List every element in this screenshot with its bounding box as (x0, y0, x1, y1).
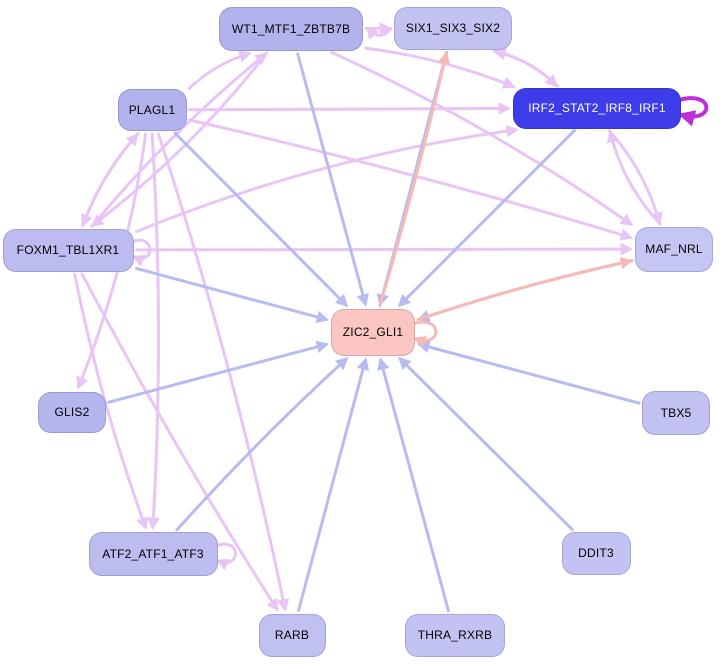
edge-plagl1-atf2 (147, 132, 160, 531)
node-label-zic2: ZIC2_GLI1 (342, 325, 404, 339)
node-label-thra: THRA_RXRB (417, 628, 493, 642)
edge-ddit3-zic2 (398, 356, 574, 531)
node-rarb[interactable]: RARB (258, 613, 326, 657)
node-maf[interactable]: MAF_NRL (635, 226, 713, 272)
self-loop-zic2 (411, 320, 438, 348)
edge-rarb-zic2 (297, 357, 370, 613)
node-label-six1: SIX1_SIX3_SIX2 (405, 21, 501, 35)
edge-plagl1-irf2 (188, 102, 512, 115)
node-six1[interactable]: SIX1_SIX3_SIX2 (394, 6, 512, 50)
edge-wt1-zic2 (296, 52, 369, 307)
edge-foxm1-zic2 (134, 266, 330, 324)
edge-zic2-maf (416, 256, 634, 322)
node-label-wt1: WT1_MTF1_ZBTB7B (231, 22, 351, 36)
edge-plagl1-maf (187, 118, 634, 241)
edge-glis2-zic2 (107, 340, 330, 404)
self-loop-atf2 (214, 542, 237, 571)
node-label-tbx5: TBX5 (660, 406, 692, 420)
edge-foxm1-irf2 (134, 124, 519, 234)
edge-six1-irf2 (492, 49, 558, 88)
edge-zic2-six1 (378, 51, 451, 308)
edge-atf2-zic2 (175, 356, 349, 532)
node-zic2[interactable]: ZIC2_GLI1 (331, 308, 415, 356)
node-foxm1[interactable]: FOXM1_TBL1XR1 (2, 228, 134, 272)
node-label-rarb: RARB (274, 628, 310, 642)
edge-tbx5-zic2 (416, 340, 641, 405)
node-label-foxm1: FOXM1_TBL1XR1 (16, 243, 120, 257)
edge-maf-irf2 (606, 129, 662, 226)
edge-plagl1-foxm1 (80, 132, 140, 228)
edge-foxm1-rarb (80, 272, 279, 612)
edge-foxm1-maf (135, 242, 634, 256)
self-loop-foxm1 (130, 238, 152, 267)
edge-irf2-maf (608, 129, 663, 226)
node-label-irf2: IRF2_STAT2_IRF8_IRF1 (528, 101, 666, 115)
edge-irf2-six1 (493, 47, 559, 88)
edge-plagl1-zic2 (173, 131, 349, 308)
edge-foxm1-wt1 (90, 52, 268, 228)
node-atf2[interactable]: ATF2_ATF1_ATF3 (88, 532, 218, 576)
node-label-glis2: GLIS2 (54, 405, 90, 419)
node-ddit3[interactable]: DDIT3 (561, 531, 631, 575)
node-wt1[interactable]: WT1_MTF1_ZBTB7B (219, 7, 363, 51)
node-plagl1[interactable]: PLAGL1 (117, 89, 187, 131)
node-tbx5[interactable]: TBX5 (642, 391, 710, 435)
node-irf2[interactable]: IRF2_STAT2_IRF8_IRF1 (513, 87, 681, 129)
edge-wt1-maf (330, 51, 634, 226)
node-glis2[interactable]: GLIS2 (38, 391, 106, 433)
node-label-plagl1: PLAGL1 (128, 103, 176, 117)
self-loop-irf2 (677, 96, 709, 127)
edge-thra-zic2 (377, 357, 450, 613)
node-label-ddit3: DDIT3 (578, 546, 614, 560)
edge-irf2-zic2 (397, 129, 576, 308)
edge-six1-wt1 (365, 26, 393, 40)
node-thra[interactable]: THRA_RXRB (405, 613, 505, 657)
node-label-atf2: ATF2_ATF1_ATF3 (102, 547, 204, 561)
edge-plagl1-wt1 (187, 50, 252, 90)
node-label-maf: MAF_NRL (645, 242, 703, 256)
